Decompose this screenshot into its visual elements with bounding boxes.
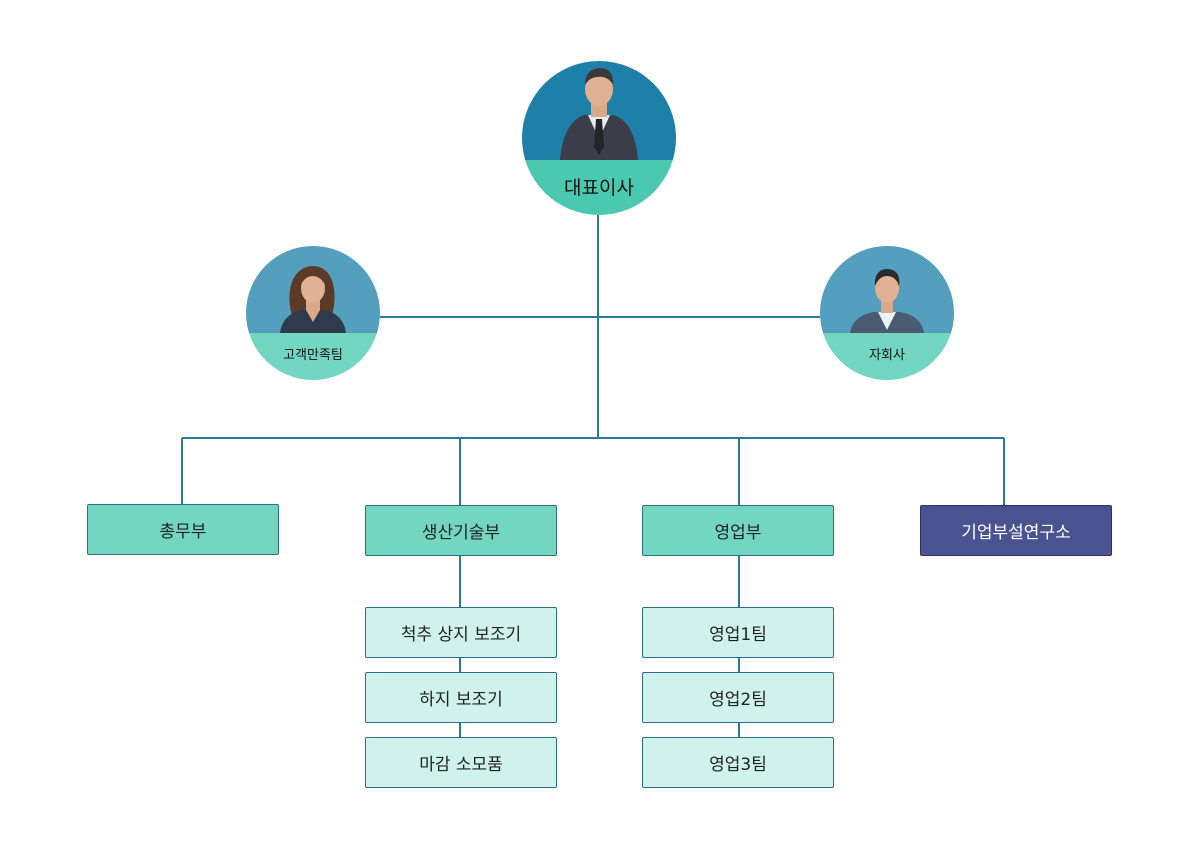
- businessman-avatar-icon: [522, 61, 676, 215]
- dept-production-tech: 생산기술부: [365, 505, 557, 556]
- team-sales-2: 영업2팀: [642, 672, 834, 723]
- dept-general-affairs: 총무부: [87, 504, 279, 555]
- ceo-label: 대표이사: [564, 177, 634, 199]
- subsidiary-label: 자회사: [869, 348, 905, 363]
- dept-sales: 영업부: [642, 505, 834, 556]
- team-sales-3: 영업3팀: [642, 737, 834, 788]
- team-spine-upper-limb-orthosis: 척추 상지 보조기: [365, 607, 557, 658]
- businesswoman-avatar-icon: [246, 246, 380, 380]
- businessman-avatar-icon: [820, 246, 954, 380]
- dept-research-lab: 기업부설연구소: [920, 505, 1112, 556]
- team-sales-1: 영업1팀: [642, 607, 834, 658]
- subsidiary-node: 자회사: [820, 246, 954, 380]
- customer-satisfaction-team-node: 고객만족팀: [246, 246, 380, 380]
- team-lower-limb-orthosis: 하지 보조기: [365, 672, 557, 723]
- ceo-node: 대표이사: [522, 61, 676, 215]
- customer-team-label: 고객만족팀: [283, 348, 343, 363]
- team-finishing-consumables: 마감 소모품: [365, 737, 557, 788]
